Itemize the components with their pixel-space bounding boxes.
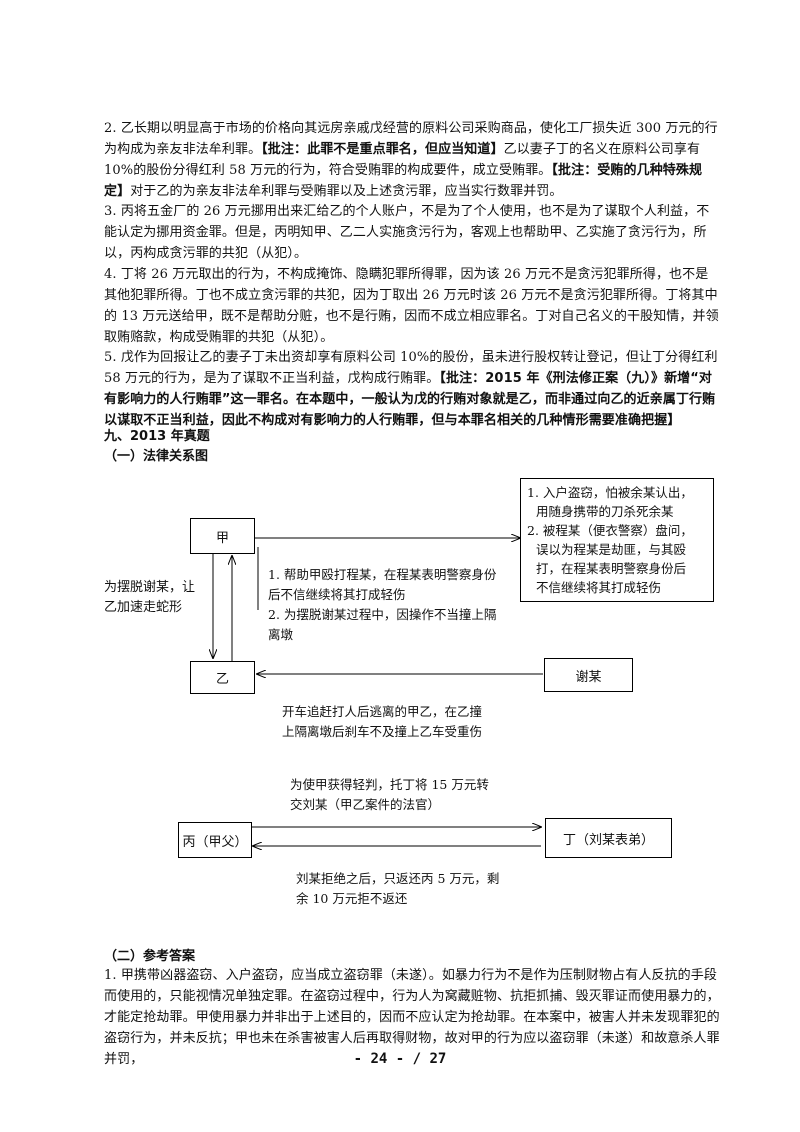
note-line: 余 10 万元拒不返还 xyxy=(296,891,408,906)
note-line: 乙加速走蛇形 xyxy=(104,600,183,615)
note-line: 为使甲获得轻判，托丁将 15 万元转 xyxy=(290,777,489,792)
subsection-title-answer: （二）参考答案 xyxy=(104,949,196,964)
note-line: 上隔离墩后刹车不及撞上乙车受重伤 xyxy=(282,724,483,739)
node-label: 甲 xyxy=(215,530,229,546)
note-yi-actions: 1. 帮助甲殴打程某，在程某表明警察身份 后不信继续将其打成轻伤 2. 为摆脱谢… xyxy=(268,565,496,645)
node-label: 乙 xyxy=(215,672,229,687)
node-label: 丙（甲父） xyxy=(182,834,248,850)
note-line: 刘某拒绝之后，只返还丙 5 万元，剩 xyxy=(296,871,500,886)
page-number: - 24 - / 27 xyxy=(353,1051,447,1067)
annotation-bold: 【批注：2015 年《刑法修正案（九）》新增“对有影响力的人行贿罪”这一罪名。在… xyxy=(104,371,716,428)
note-xie-actions: 开车追赶打人后逃离的甲乙，在乙撞 上隔离墩后刹车不及撞上乙车受重伤 xyxy=(282,702,482,742)
node-label: 丁（刘某表弟） xyxy=(562,832,654,848)
paragraph-2: 2. 乙长期以明显高于市场的价格向其远房亲戚戊经营的原料公司采购商品，使化工厂损… xyxy=(104,118,720,202)
note-text: 1. 入户盗窃，怕被余某认出， 用随身携带的刀杀死余某 2. 被程某（便衣警察）… xyxy=(527,483,693,597)
note-line: 交刘某（甲乙案件的法官） xyxy=(290,797,441,812)
note-bing-actions: 为使甲获得轻判，托丁将 15 万元转 交刘某（甲乙案件的法官） xyxy=(290,775,489,815)
paragraph-text: 2. 乙长期以明显高于市场的价格向其远房亲戚戊经营的原料公司采购商品，使化工厂损… xyxy=(104,121,718,157)
note-line: 2. 被程某（便衣警察）盘问， xyxy=(527,523,693,538)
paragraph-4: 4. 丁将 26 万元取出的行为，不构成掩饰、隐瞒犯罪所得罪，因为该 26 万元… xyxy=(104,267,719,345)
note-line: 1. 帮助甲殴打程某，在程某表明警察身份 xyxy=(268,567,497,582)
note-line: 开车追赶打人后逃离的甲乙，在乙撞 xyxy=(282,704,483,719)
note-line: 后不信继续将其打成轻伤 xyxy=(268,587,406,602)
node-yi: 乙 xyxy=(190,661,255,694)
note-line: 1. 入户盗窃，怕被余某认出， xyxy=(527,485,693,500)
note-line: 为摆脱谢某，让 xyxy=(104,580,196,595)
note-yi-driving: 为摆脱谢某，让 乙加速走蛇形 xyxy=(104,578,195,618)
node-ding: 丁（刘某表弟） xyxy=(545,818,672,858)
paragraph-text: 对于乙的为亲友非法牟利罪与受贿罪以及上述贪污罪，应当实行数罪并罚。 xyxy=(130,184,563,199)
subsection-title-diagram: （一）法律关系图 xyxy=(104,449,209,464)
annotation-bold: 【批注：此罪不是重点罪名，但应当知道】 xyxy=(261,142,504,157)
paragraph-text: 5. 戊作为回报让乙的妻子丁未出资却享有原料公司 10%的股份，虽未进行股权转让… xyxy=(104,350,718,386)
paragraph-5: 5. 戊作为回报让乙的妻子丁未出资却享有原料公司 10%的股份，虽未进行股权转让… xyxy=(104,347,720,431)
note-line: 误以为程某是劫匪，与其殴 xyxy=(536,542,687,557)
note-box-jia-actions: 1. 入户盗窃，怕被余某认出， 用随身携带的刀杀死余某 2. 被程某（便衣警察）… xyxy=(520,478,714,602)
section-title: 九、2013 年真题 xyxy=(104,429,210,444)
note-line: 不信继续将其打成轻伤 xyxy=(536,580,662,595)
paragraph-text: 乙以妻子丁的名义在原料公司享有 10%的股份分得红利 58 万元的行为，符合受贿… xyxy=(104,142,701,178)
note-line: 打，在程某表明警察身份后 xyxy=(536,561,687,576)
note-liu-actions: 刘某拒绝之后，只返还丙 5 万元，剩 余 10 万元拒不返还 xyxy=(296,869,499,909)
node-bing: 丙（甲父） xyxy=(178,822,252,858)
annotation-bold: 【批注：受贿的几种特殊规定】 xyxy=(104,163,703,199)
answer-paragraph-1: 1. 甲携带凶器盗窃、入户盗窃，应当成立盗窃罪（未遂）。如暴力行为不是作为压制财… xyxy=(104,968,720,1067)
note-line: 2. 为摆脱谢某过程中，因操作不当撞上隔 xyxy=(268,607,497,622)
node-xie: 谢某 xyxy=(544,658,633,692)
paragraph-3: 3. 丙将五金厂的 26 万元挪用出来汇给乙的个人账户，不是为了个人使用，也不是… xyxy=(104,204,710,261)
node-jia: 甲 xyxy=(190,518,255,554)
node-label: 谢某 xyxy=(575,669,602,685)
note-line: 用随身携带的刀杀死余某 xyxy=(536,504,674,519)
note-line: 离墩 xyxy=(268,627,294,642)
